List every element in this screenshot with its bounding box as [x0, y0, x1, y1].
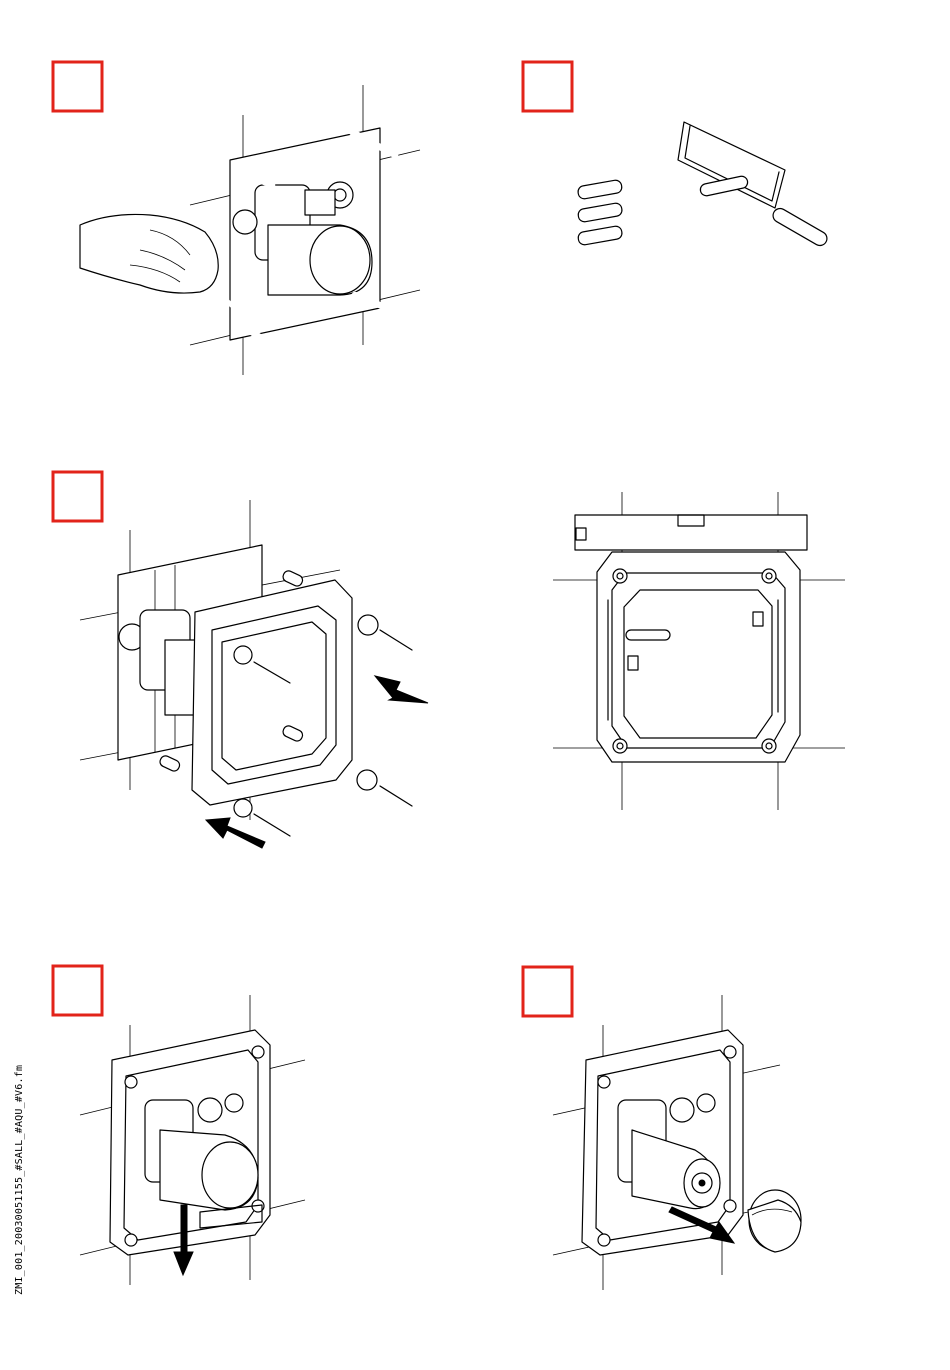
pull-off-cover-illustration: [80, 995, 305, 1285]
step-5-number-box: [53, 966, 102, 1015]
marking-pipes-with-pencil-illustration: [80, 85, 420, 375]
cut-pipes-with-hacksaw-illustration: [577, 122, 829, 248]
step-3-panel: [53, 472, 428, 848]
step-2-number-box: [523, 62, 572, 111]
mount-frame-with-screws-illustration: [80, 500, 428, 848]
step-2-panel: [523, 62, 829, 248]
step-5-panel: [53, 966, 305, 1285]
step-1-number-box: [53, 62, 102, 111]
step-1-panel: [53, 62, 420, 375]
step-6-panel: [523, 967, 801, 1290]
step-6-number-box: [523, 967, 572, 1016]
level-frame-with-spirit-level-illustration: [553, 492, 845, 810]
step-3-number-box: [53, 472, 102, 521]
document-side-code: ZMI_001_20030051155_#SALL_#AQU_#V6.fm: [14, 1065, 25, 1295]
remove-protective-cap-illustration: [553, 995, 801, 1290]
step-4-panel: [553, 492, 845, 810]
